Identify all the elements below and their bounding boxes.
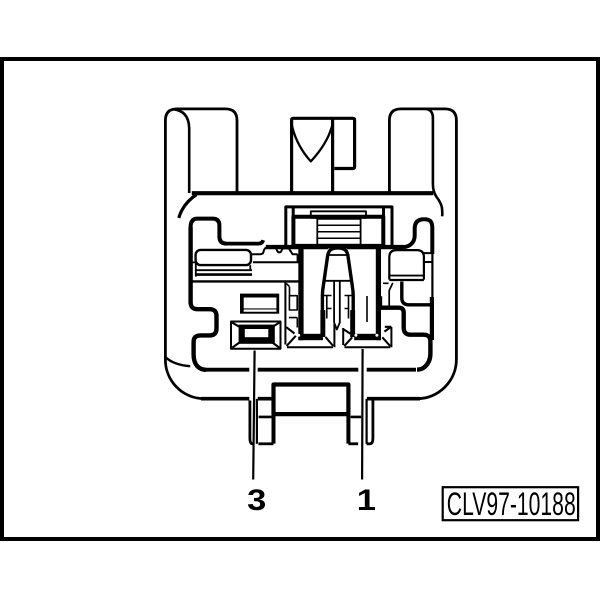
svg-text:3: 3 [247, 483, 266, 516]
svg-text:1: 1 [357, 483, 376, 516]
svg-text:CLV97-10188: CLV97-10188 [447, 486, 576, 523]
